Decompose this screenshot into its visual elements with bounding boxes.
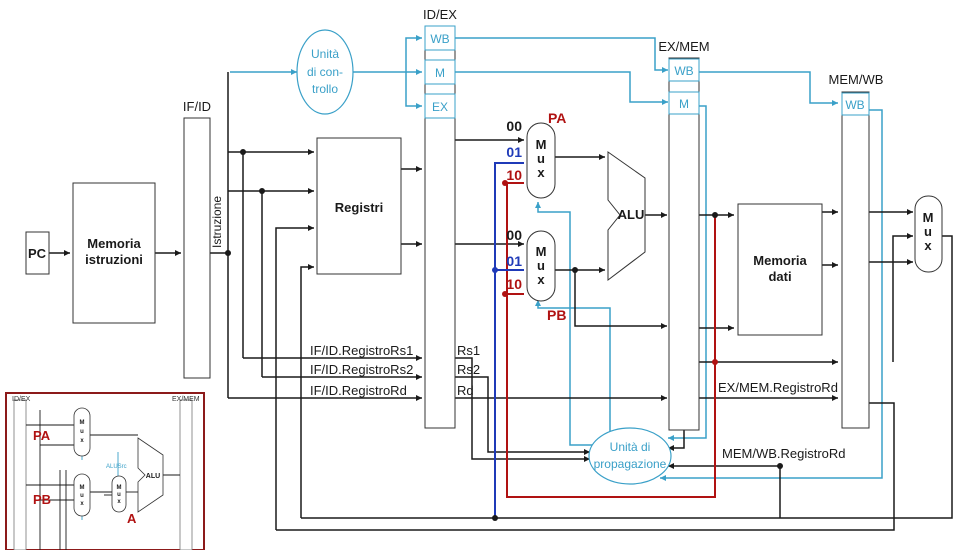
pc-label: PC xyxy=(28,246,47,261)
id-ex-m-label: M xyxy=(435,66,445,80)
alusrc-inset: ID/EX EX/MEM M u x M u x M u x xyxy=(5,392,205,550)
data-memory-label-2: dati xyxy=(768,269,791,284)
mem-wb-label: MEM/WB xyxy=(829,72,884,87)
data-memory-label-1: Memoria xyxy=(753,253,807,268)
register-file-label: Registri xyxy=(335,200,383,215)
inset-mux-a-x: x xyxy=(117,499,121,505)
inset-mux-pa-u: u xyxy=(80,429,84,435)
id-ex-wb-field xyxy=(424,25,456,51)
id-ex-m-field xyxy=(424,59,456,85)
rs2-source-label: IF/ID.RegistroRs2 xyxy=(310,362,413,377)
mux-wb-m: M xyxy=(923,210,934,225)
mem-wb-wb-field xyxy=(841,92,870,116)
mux-wb-u: u xyxy=(924,224,932,239)
pb-label: PB xyxy=(547,307,566,323)
inset-mux-pb xyxy=(73,473,91,517)
inset-mux-a-u: u xyxy=(117,492,121,498)
mux-pa-input-01: 01 xyxy=(506,144,522,160)
inset-mux-pa xyxy=(73,407,91,457)
mux-pb-input-00: 00 xyxy=(506,227,522,243)
instruction-memory xyxy=(72,182,156,324)
ex-mem-m-field xyxy=(668,91,700,115)
inset-mux-pa-x: x xyxy=(80,438,84,444)
inset-mux-pa-m: M xyxy=(80,420,85,426)
control-wires xyxy=(230,35,883,481)
junction-dots xyxy=(225,149,783,521)
mux-pb-input-01: 01 xyxy=(506,253,522,269)
inset-ex-mem-register xyxy=(179,399,193,550)
inset-mux-pb-u: u xyxy=(80,493,84,499)
data-memory xyxy=(737,203,823,336)
inset-id-ex-register xyxy=(13,399,27,550)
mux-pa-input-10: 10 xyxy=(506,167,522,183)
id-ex-ex-field xyxy=(424,93,456,119)
inset-alusrc-label: ALUSrc xyxy=(106,464,127,470)
inset-pa-label: PA xyxy=(33,428,51,443)
inset-id-ex-label: ID/EX xyxy=(12,396,31,403)
if-id-label: IF/ID xyxy=(183,99,211,114)
inset-pb-label: PB xyxy=(33,492,51,507)
mux-pb-u: u xyxy=(537,258,545,273)
mux-pa-input-00: 00 xyxy=(506,118,522,134)
mux-pb xyxy=(526,230,556,302)
forwarding-unit-label-1: Unità di xyxy=(610,440,651,454)
ex-mem-rd-label: EX/MEM.RegistroRd xyxy=(718,380,838,395)
ex-mem-label: EX/MEM xyxy=(658,39,709,54)
alu-label: ALU xyxy=(618,207,645,222)
inset-mux-pb-x: x xyxy=(80,501,84,507)
mux-pb-m: M xyxy=(536,244,547,259)
inset-mux-pb-m: M xyxy=(80,485,85,491)
pc-register xyxy=(25,231,50,275)
mux-pb-input-10: 10 xyxy=(506,276,522,292)
rd-source-label: IF/ID.RegistroRd xyxy=(310,383,407,398)
inset-mux-a-m: M xyxy=(117,485,122,491)
mux-wb-x: x xyxy=(924,238,932,253)
ex-mem-wb-label: WB xyxy=(674,64,693,78)
id-ex-register xyxy=(424,25,456,429)
ex-mem-m-label: M xyxy=(679,97,689,111)
rs1-source-label: IF/ID.RegistroRs1 xyxy=(310,343,413,358)
rs2-label: Rs2 xyxy=(457,362,480,377)
inset-a-label: A xyxy=(127,511,137,526)
rd-label: Rd xyxy=(457,383,474,398)
inset-frame xyxy=(5,392,205,550)
mem-wb-rd-label: MEM/WB.RegistroRd xyxy=(722,446,846,461)
rs1-label: Rs1 xyxy=(457,343,480,358)
inset-alu-label: ALU xyxy=(146,473,160,480)
mem-wb-wb-label: WB xyxy=(845,98,864,112)
mux-pa-x: x xyxy=(537,165,545,180)
mux-pa-m: M xyxy=(536,137,547,152)
inset-alu xyxy=(137,437,164,513)
forwarding-unit xyxy=(588,427,672,485)
forward-paths xyxy=(494,162,716,518)
mux-pb-x: x xyxy=(537,272,545,287)
pa-label: PA xyxy=(548,110,566,126)
mem-wb-register xyxy=(841,91,870,429)
instruction-memory-label-1: Memoria xyxy=(87,236,141,251)
forwarding-unit-label-2: propagazione xyxy=(594,457,667,471)
inset-mux-a xyxy=(111,475,127,513)
istruzione-label: Istruzione xyxy=(210,196,224,248)
mux-writeback xyxy=(914,195,943,273)
control-unit xyxy=(296,29,354,115)
register-file xyxy=(316,137,402,275)
control-unit-label-2: di con- xyxy=(307,65,343,79)
mux-pa xyxy=(526,122,556,199)
instruction-memory-label-2: istruzioni xyxy=(85,252,143,267)
control-unit-label-3: trollo xyxy=(312,82,338,96)
alu xyxy=(607,151,646,282)
ex-mem-register xyxy=(668,57,700,431)
id-ex-ex-label: EX xyxy=(432,100,448,114)
inset-ex-mem-label: EX/MEM xyxy=(172,396,200,403)
mux-pa-u: u xyxy=(537,151,545,166)
ex-mem-wb-field xyxy=(668,58,700,82)
id-ex-label: ID/EX xyxy=(423,7,457,22)
if-id-register xyxy=(183,117,211,379)
control-unit-label-1: Unità xyxy=(311,47,339,61)
id-ex-wb-label: WB xyxy=(430,32,449,46)
